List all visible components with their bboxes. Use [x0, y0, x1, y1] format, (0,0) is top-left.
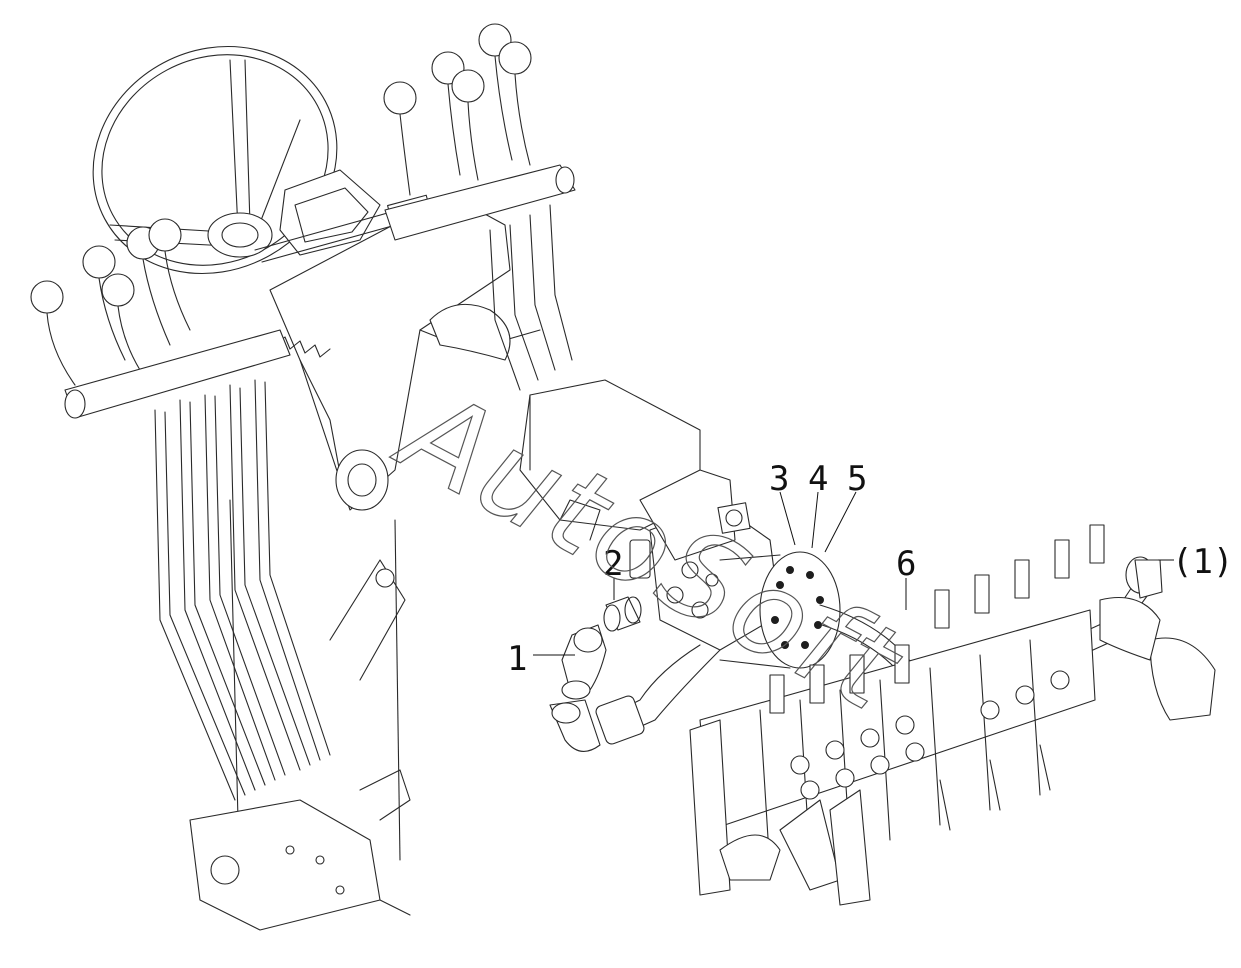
steering-control-valve [629, 469, 841, 669]
callout-4[interactable]: 4 [808, 459, 828, 499]
console-column [254, 169, 541, 511]
elbow-fitting-part-1 [561, 624, 607, 700]
control-valve-bank [689, 524, 1216, 906]
callout-5[interactable]: 5 [847, 459, 867, 499]
callout-labels: 1 2 3 4 5 6 (1) [507, 459, 1233, 679]
straight-adapter-part-2 [603, 596, 642, 632]
callout-2[interactable]: 2 [603, 544, 623, 584]
callout-leaders [533, 491, 1174, 656]
callout-3[interactable]: 3 [769, 459, 789, 499]
lower-linkage [189, 499, 411, 931]
callout-1[interactable]: 1 [507, 639, 527, 679]
right-lever-bank [383, 23, 576, 391]
left-lever-bank [30, 218, 331, 801]
callout-6[interactable]: 6 [896, 544, 916, 584]
callout-1-reference[interactable]: (1) [1172, 542, 1233, 582]
